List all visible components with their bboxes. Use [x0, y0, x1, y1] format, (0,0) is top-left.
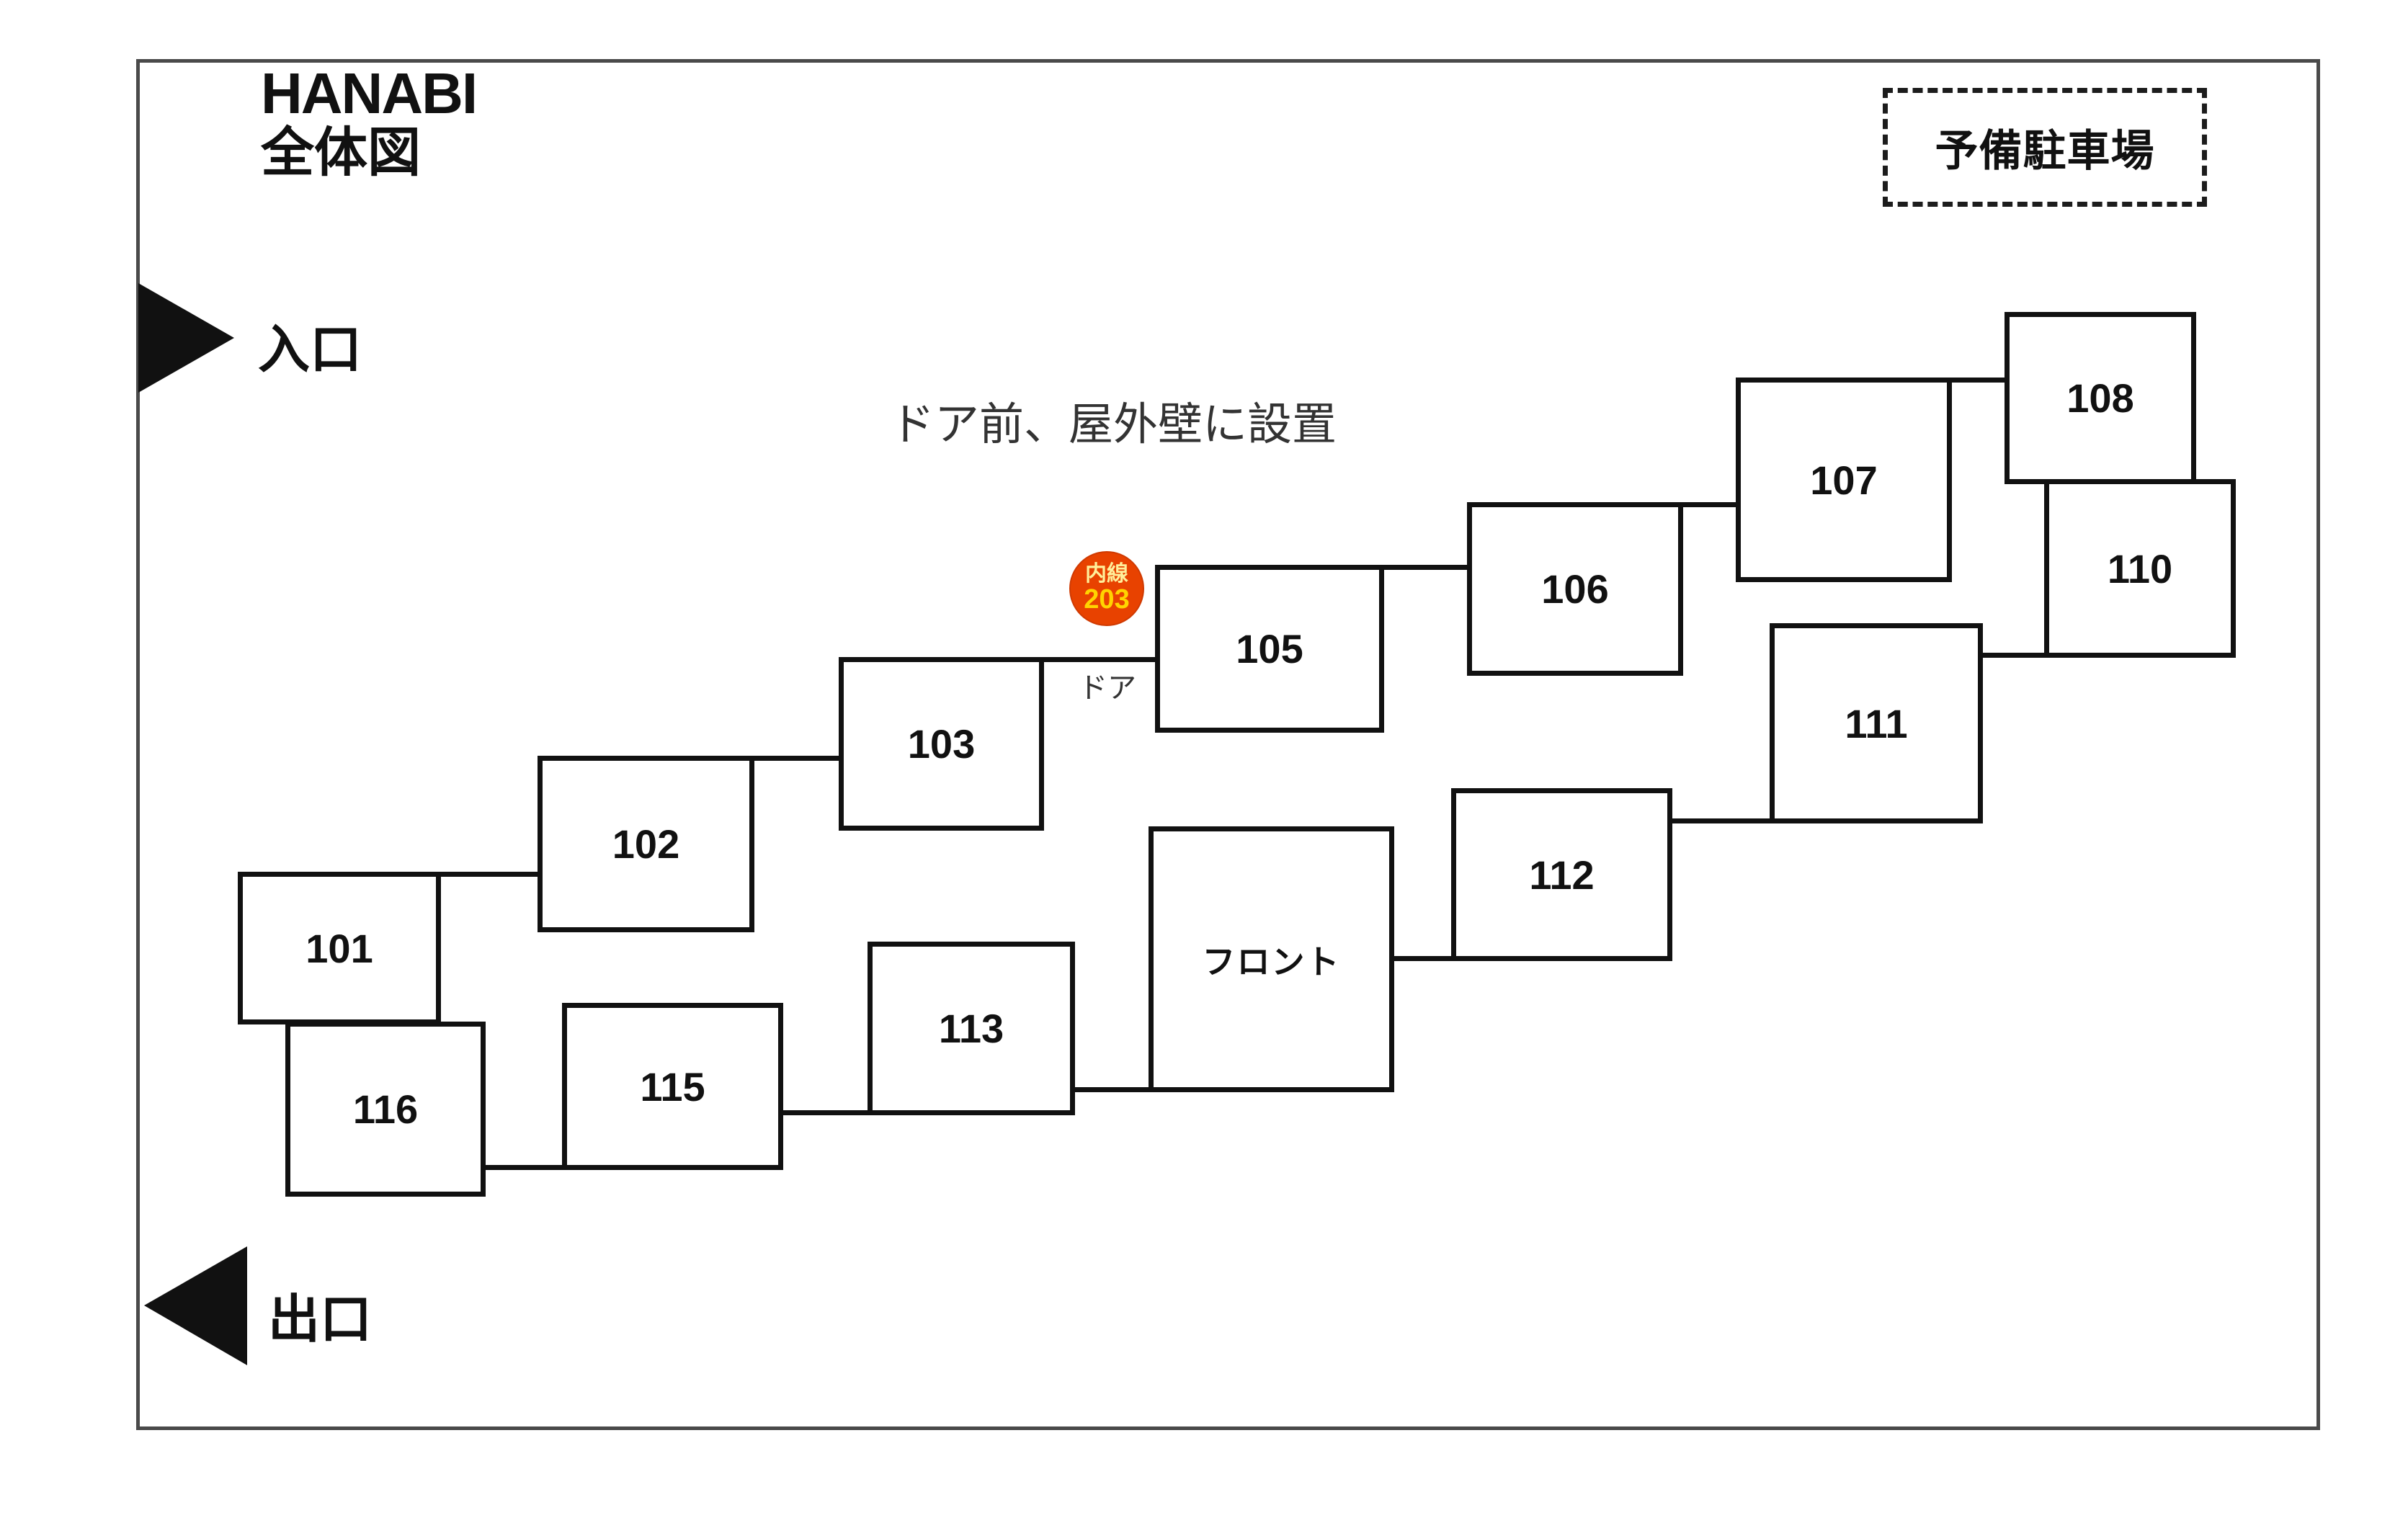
- room-107: 107: [1736, 378, 1952, 582]
- conn-front-112: [1394, 956, 1451, 961]
- conn-107-108: [1952, 378, 2005, 383]
- room-105: 105: [1155, 565, 1384, 733]
- room-103: 103: [839, 657, 1044, 831]
- conn-103-105: [1044, 657, 1155, 662]
- room-113: 113: [868, 942, 1075, 1115]
- room-label: 101: [306, 925, 373, 971]
- room-102: 102: [538, 756, 754, 932]
- extension-badge: 内線 203: [1069, 551, 1144, 626]
- room-112: 112: [1451, 788, 1672, 961]
- entrance-arrow-icon: [138, 283, 234, 393]
- room-110: 110: [2044, 479, 2236, 658]
- room-label: 116: [352, 1086, 419, 1132]
- room-label: 105: [1236, 626, 1303, 671]
- exit-label: 出口: [268, 1291, 373, 1349]
- reserve-parking-box: 予備駐車場: [1883, 88, 2207, 207]
- conn-113-front: [1075, 1087, 1149, 1092]
- room-115: 115: [562, 1003, 783, 1170]
- conn-106-107: [1683, 502, 1736, 507]
- exit-arrow-icon: [144, 1246, 247, 1365]
- room-label: 107: [1810, 457, 1878, 503]
- page-title: HANABI 全体図: [261, 61, 478, 182]
- extension-badge-line2: 203: [1084, 584, 1130, 615]
- conn-101-102: [441, 872, 538, 877]
- conn-105-106: [1384, 565, 1467, 570]
- room-label: 111: [1845, 700, 1908, 746]
- room-front: フロント: [1149, 826, 1394, 1092]
- installation-note: ドア前、屋外壁に設置: [890, 400, 1337, 450]
- map-frame: [136, 59, 2320, 1430]
- conn-116-115: [486, 1165, 562, 1170]
- entrance-label: 入口: [258, 321, 362, 379]
- room-106: 106: [1467, 502, 1683, 676]
- conn-115-113: [783, 1110, 868, 1115]
- title-line2: 全体図: [261, 122, 421, 182]
- conn-112-111: [1672, 818, 1770, 823]
- room-label: 110: [2107, 545, 2173, 591]
- room-label: 115: [640, 1063, 705, 1109]
- room-label: 102: [612, 821, 680, 867]
- room-label: 108: [2066, 375, 2134, 421]
- room-108: 108: [2005, 312, 2196, 484]
- title-line1: HANABI: [261, 61, 478, 125]
- extension-badge-line1: 内線: [1085, 562, 1128, 586]
- door-label: ドア: [1079, 672, 1136, 704]
- conn-111-110: [1983, 653, 2044, 658]
- reserve-parking-label: 予備駐車場: [1935, 127, 2155, 175]
- room-label: フロント: [1202, 942, 1341, 981]
- room-label: 113: [938, 1006, 1004, 1051]
- room-label: 103: [907, 721, 976, 767]
- room-116: 116: [285, 1022, 486, 1197]
- room-label: 106: [1541, 566, 1609, 612]
- room-label: 112: [1529, 852, 1595, 898]
- room-111: 111: [1770, 623, 1983, 823]
- room-101: 101: [238, 872, 441, 1024]
- conn-102-103: [754, 756, 839, 761]
